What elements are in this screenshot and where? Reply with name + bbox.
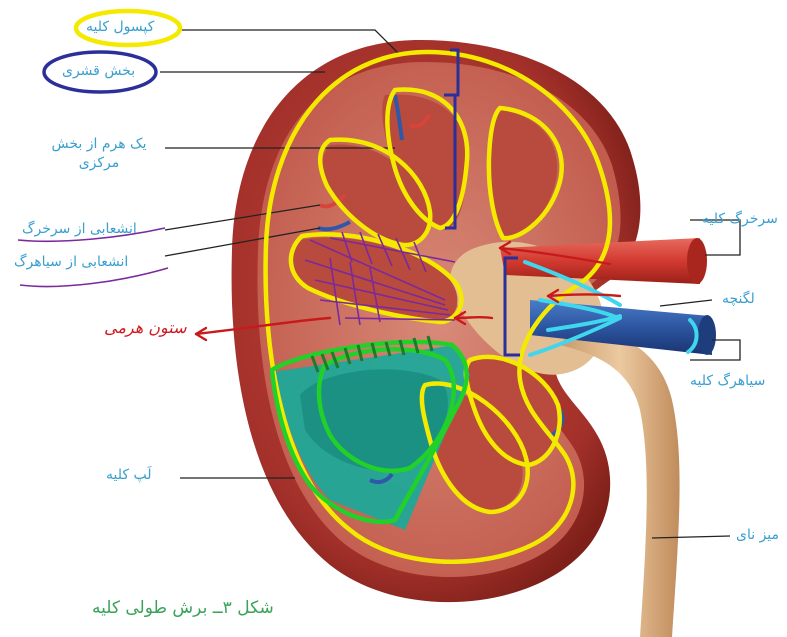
label-renal-capsule: کپسول کلیه (86, 18, 154, 37)
handwritten-renal-column-note: ستون هرمی (104, 318, 187, 337)
label-pyramid-line1: یک هرم از بخش (34, 135, 164, 154)
kidney-body (232, 40, 716, 637)
label-renal-pelvis: لگنچه (722, 290, 755, 309)
label-cortex: بخش قشری (62, 62, 135, 81)
label-artery-branch: انشعابی از سرخرگ (22, 220, 137, 239)
label-renal-lobe: لَپ کلیه (106, 466, 152, 485)
figure-caption: شکل ۳ــ برش طولی کلیه (92, 598, 274, 618)
label-vein-branch: انشعابی از سیاهرگ (14, 253, 128, 272)
label-renal-artery: سرخرگ کلیه (702, 210, 778, 229)
label-medullary-pyramid: یک هرم از بخش مرکزی (34, 135, 164, 173)
label-pyramid-line2: مرکزی (34, 154, 164, 173)
label-renal-vein: سیاهرگ کلیه (690, 372, 765, 391)
label-ureter: میز نای (736, 526, 779, 545)
